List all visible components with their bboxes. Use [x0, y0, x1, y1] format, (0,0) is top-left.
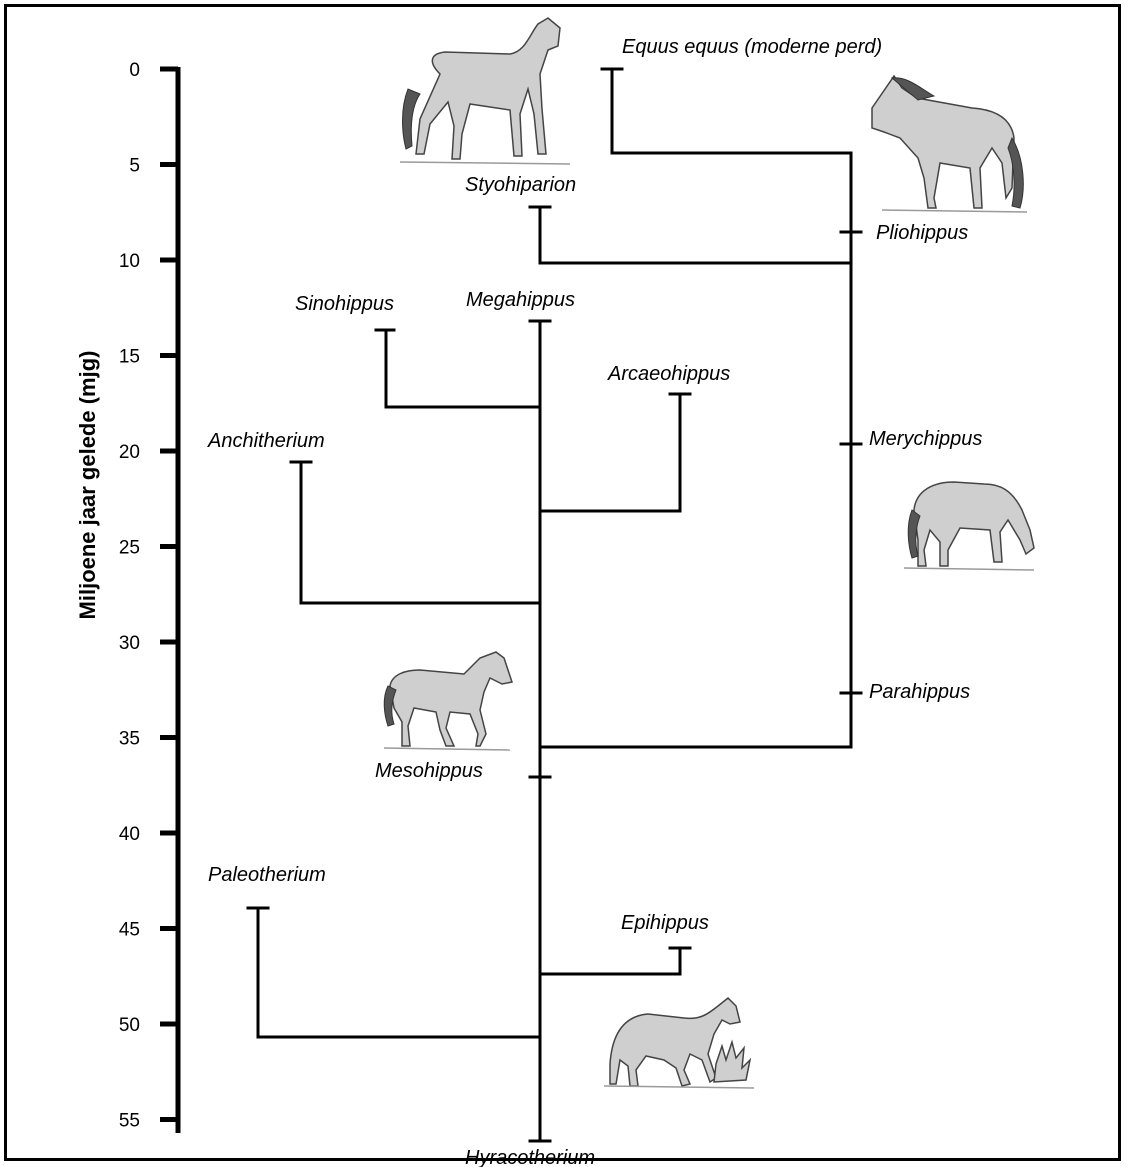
label-sinohippus: Sinohippus — [295, 293, 394, 315]
label-paleotherium: Paleotherium — [208, 864, 326, 886]
horse-merychippus-icon — [904, 482, 1034, 570]
label-merychippus: Merychippus — [869, 428, 982, 450]
tree-branches — [248, 69, 861, 1141]
axis-tick-label: 30 — [119, 633, 140, 654]
label-parahippus: Parahippus — [869, 681, 970, 703]
axis-tick-label: 15 — [119, 347, 140, 368]
axis-tick-label: 45 — [119, 920, 140, 941]
label-pliohippus: Pliohippus — [876, 222, 968, 244]
label-hyracotherium: Hyracotherium — [465, 1147, 595, 1167]
horse-hyracotherium-icon — [604, 998, 754, 1088]
time-axis: 0 5 10 15 20 25 30 35 40 45 50 55 Miljoene jaar gel… — [75, 60, 178, 1133]
label-epihippus: Epihippus — [621, 912, 709, 934]
axis-tick-label: 50 — [119, 1015, 140, 1036]
horse-przewalski-icon — [872, 76, 1027, 212]
axis-tick-label: 20 — [119, 442, 140, 463]
axis-tick-label: 10 — [119, 251, 140, 272]
axis-tick-label: 35 — [119, 729, 140, 750]
axis-tick-label: 55 — [119, 1111, 140, 1132]
axis-tick-label: 0 — [129, 60, 140, 81]
axis-tick-label: 40 — [119, 824, 140, 845]
label-equus: Equus equus (moderne perd) — [622, 36, 882, 58]
horse-modern-icon — [400, 18, 570, 164]
axis-tick-label: 5 — [129, 156, 140, 177]
horse-mesohippus-icon — [384, 652, 512, 750]
label-arcaeohippus: Arcaeohippus — [607, 363, 730, 385]
label-megahippus: Megahippus — [466, 289, 575, 311]
label-anchitherium: Anchitherium — [207, 430, 325, 452]
axis-tick-label: 25 — [119, 538, 140, 559]
axis-title: Miljoene jaar gelede (mjg) — [75, 351, 100, 620]
label-styohiparion: Styohiparion — [465, 174, 576, 196]
label-mesohippus: Mesohippus — [375, 760, 483, 782]
